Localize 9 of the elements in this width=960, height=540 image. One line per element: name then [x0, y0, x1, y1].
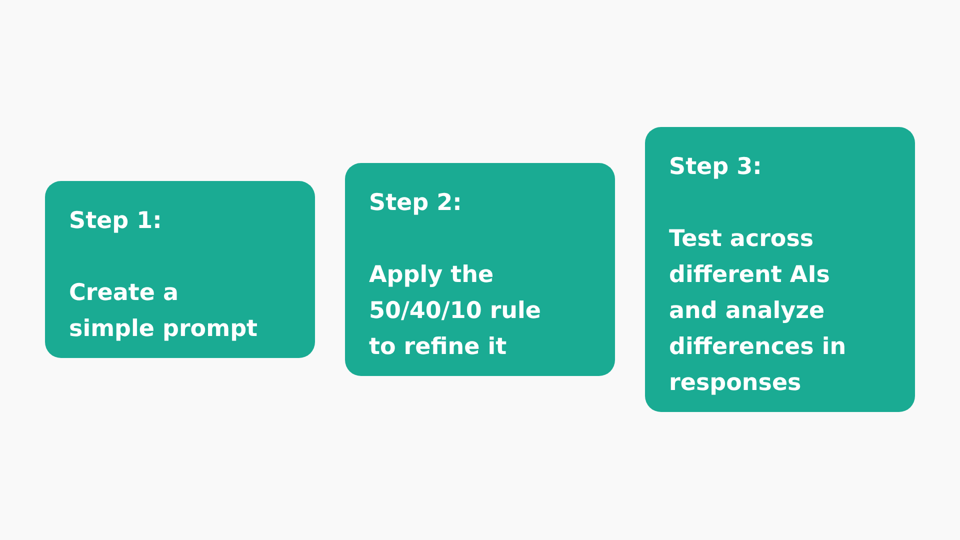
step-heading: Step 2:: [369, 189, 463, 218]
step-card: [345, 163, 615, 376]
step-card: [45, 181, 315, 358]
step-description: Test across different AIs and analyze differences in responses: [669, 225, 848, 398]
step-heading: Step 3:: [669, 153, 763, 182]
step-heading: Step 1:: [69, 207, 163, 236]
step-description: Create a simple prompt: [69, 279, 259, 344]
step-card: [645, 127, 915, 412]
step-description: Apply the 50/40/10 rule to refine it: [369, 261, 542, 362]
